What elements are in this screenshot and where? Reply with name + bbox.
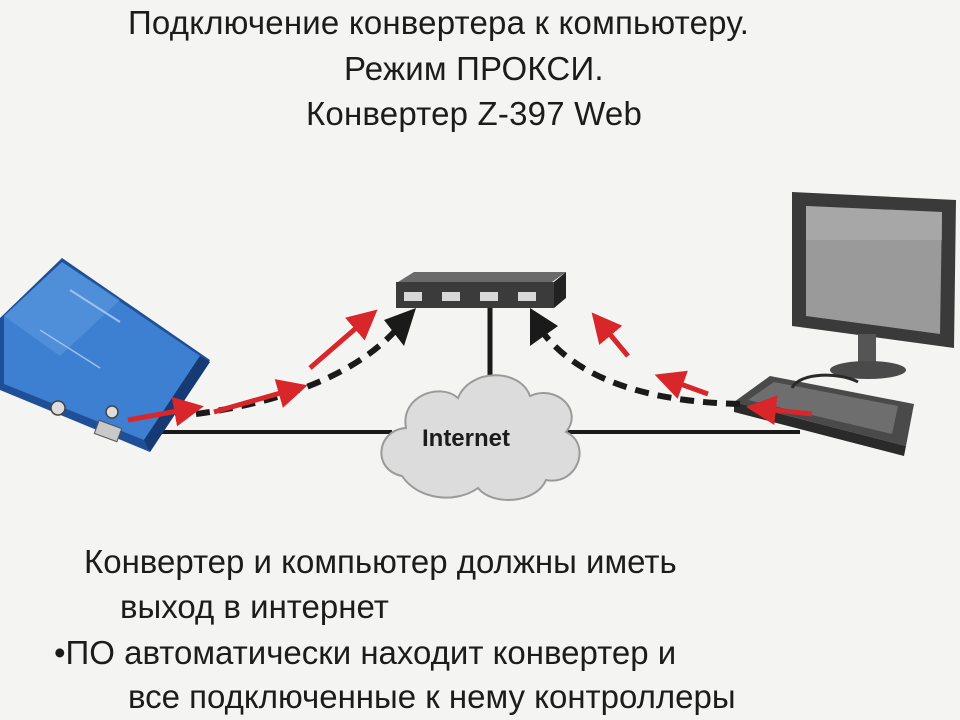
keyboard-icon: [734, 375, 914, 456]
cloud-label: Internet: [422, 425, 510, 452]
red-arrow-left-2: [214, 388, 298, 412]
dashed-path-right: [544, 334, 740, 404]
caption-line-2: выход в интернет: [120, 588, 389, 626]
red-arrow-right-3: [598, 320, 628, 356]
caption-line-3: •ПО автоматически находит конвертер и: [54, 634, 676, 672]
computer-monitor-icon: [792, 192, 956, 379]
dashed-arrowhead-right: [530, 308, 558, 346]
router-switch-icon: [396, 272, 566, 308]
dashed-path-left: [196, 330, 396, 414]
caption-line-4: все подключенные к нему контроллеры: [128, 678, 736, 716]
caption-line-1: Конвертер и компьютер должны иметь: [84, 543, 677, 581]
red-arrow-right-2: [664, 378, 708, 394]
converter-device-icon: [0, 258, 210, 452]
